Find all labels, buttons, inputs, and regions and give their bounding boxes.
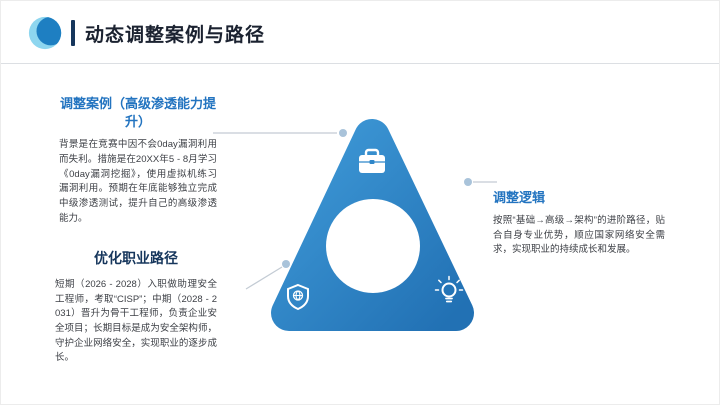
- section-career: 优化职业路径 短期（2026 - 2028）入职做助理安全工程师，考取“CISP…: [55, 249, 217, 366]
- section-case: 调整案例（高级渗透能力提升） 背景是在竞赛中因不会0day漏洞利用而失利。措施是…: [59, 95, 217, 226]
- briefcase-icon: [359, 148, 385, 173]
- logo-icon: [28, 16, 62, 50]
- triangle-center-hole: [326, 199, 420, 293]
- page-title: 动态调整案例与路径: [85, 24, 266, 46]
- logic-heading: 调整逻辑: [493, 190, 546, 205]
- career-body: 短期（2026 - 2028）入职做助理安全工程师，考取“CISP”；中期（20…: [55, 278, 217, 364]
- header-divider: [1, 63, 719, 64]
- triangle-diagram: [253, 101, 498, 346]
- slide-header: 动态调整案例与路径: [27, 14, 265, 52]
- lightbulb-icon: [434, 275, 464, 303]
- section-logic: 调整逻辑 按照“基础→高级→架构”的进阶路径，贴合自身专业优势，顺应国家网络安全…: [493, 187, 665, 258]
- case-heading: 调整案例（高级渗透能力提升）: [59, 96, 216, 129]
- title-accent-bar: [71, 20, 75, 46]
- career-heading: 优化职业路径: [94, 250, 178, 266]
- case-body: 背景是在竞赛中因不会0day漏洞利用而失利。措施是在20XX年5 - 8月学习《…: [59, 139, 217, 224]
- logic-body: 按照“基础→高级→架构”的进阶路径，贴合自身专业优势，顺应国家网络安全需求，实现…: [493, 215, 665, 256]
- shield-icon: [287, 283, 309, 311]
